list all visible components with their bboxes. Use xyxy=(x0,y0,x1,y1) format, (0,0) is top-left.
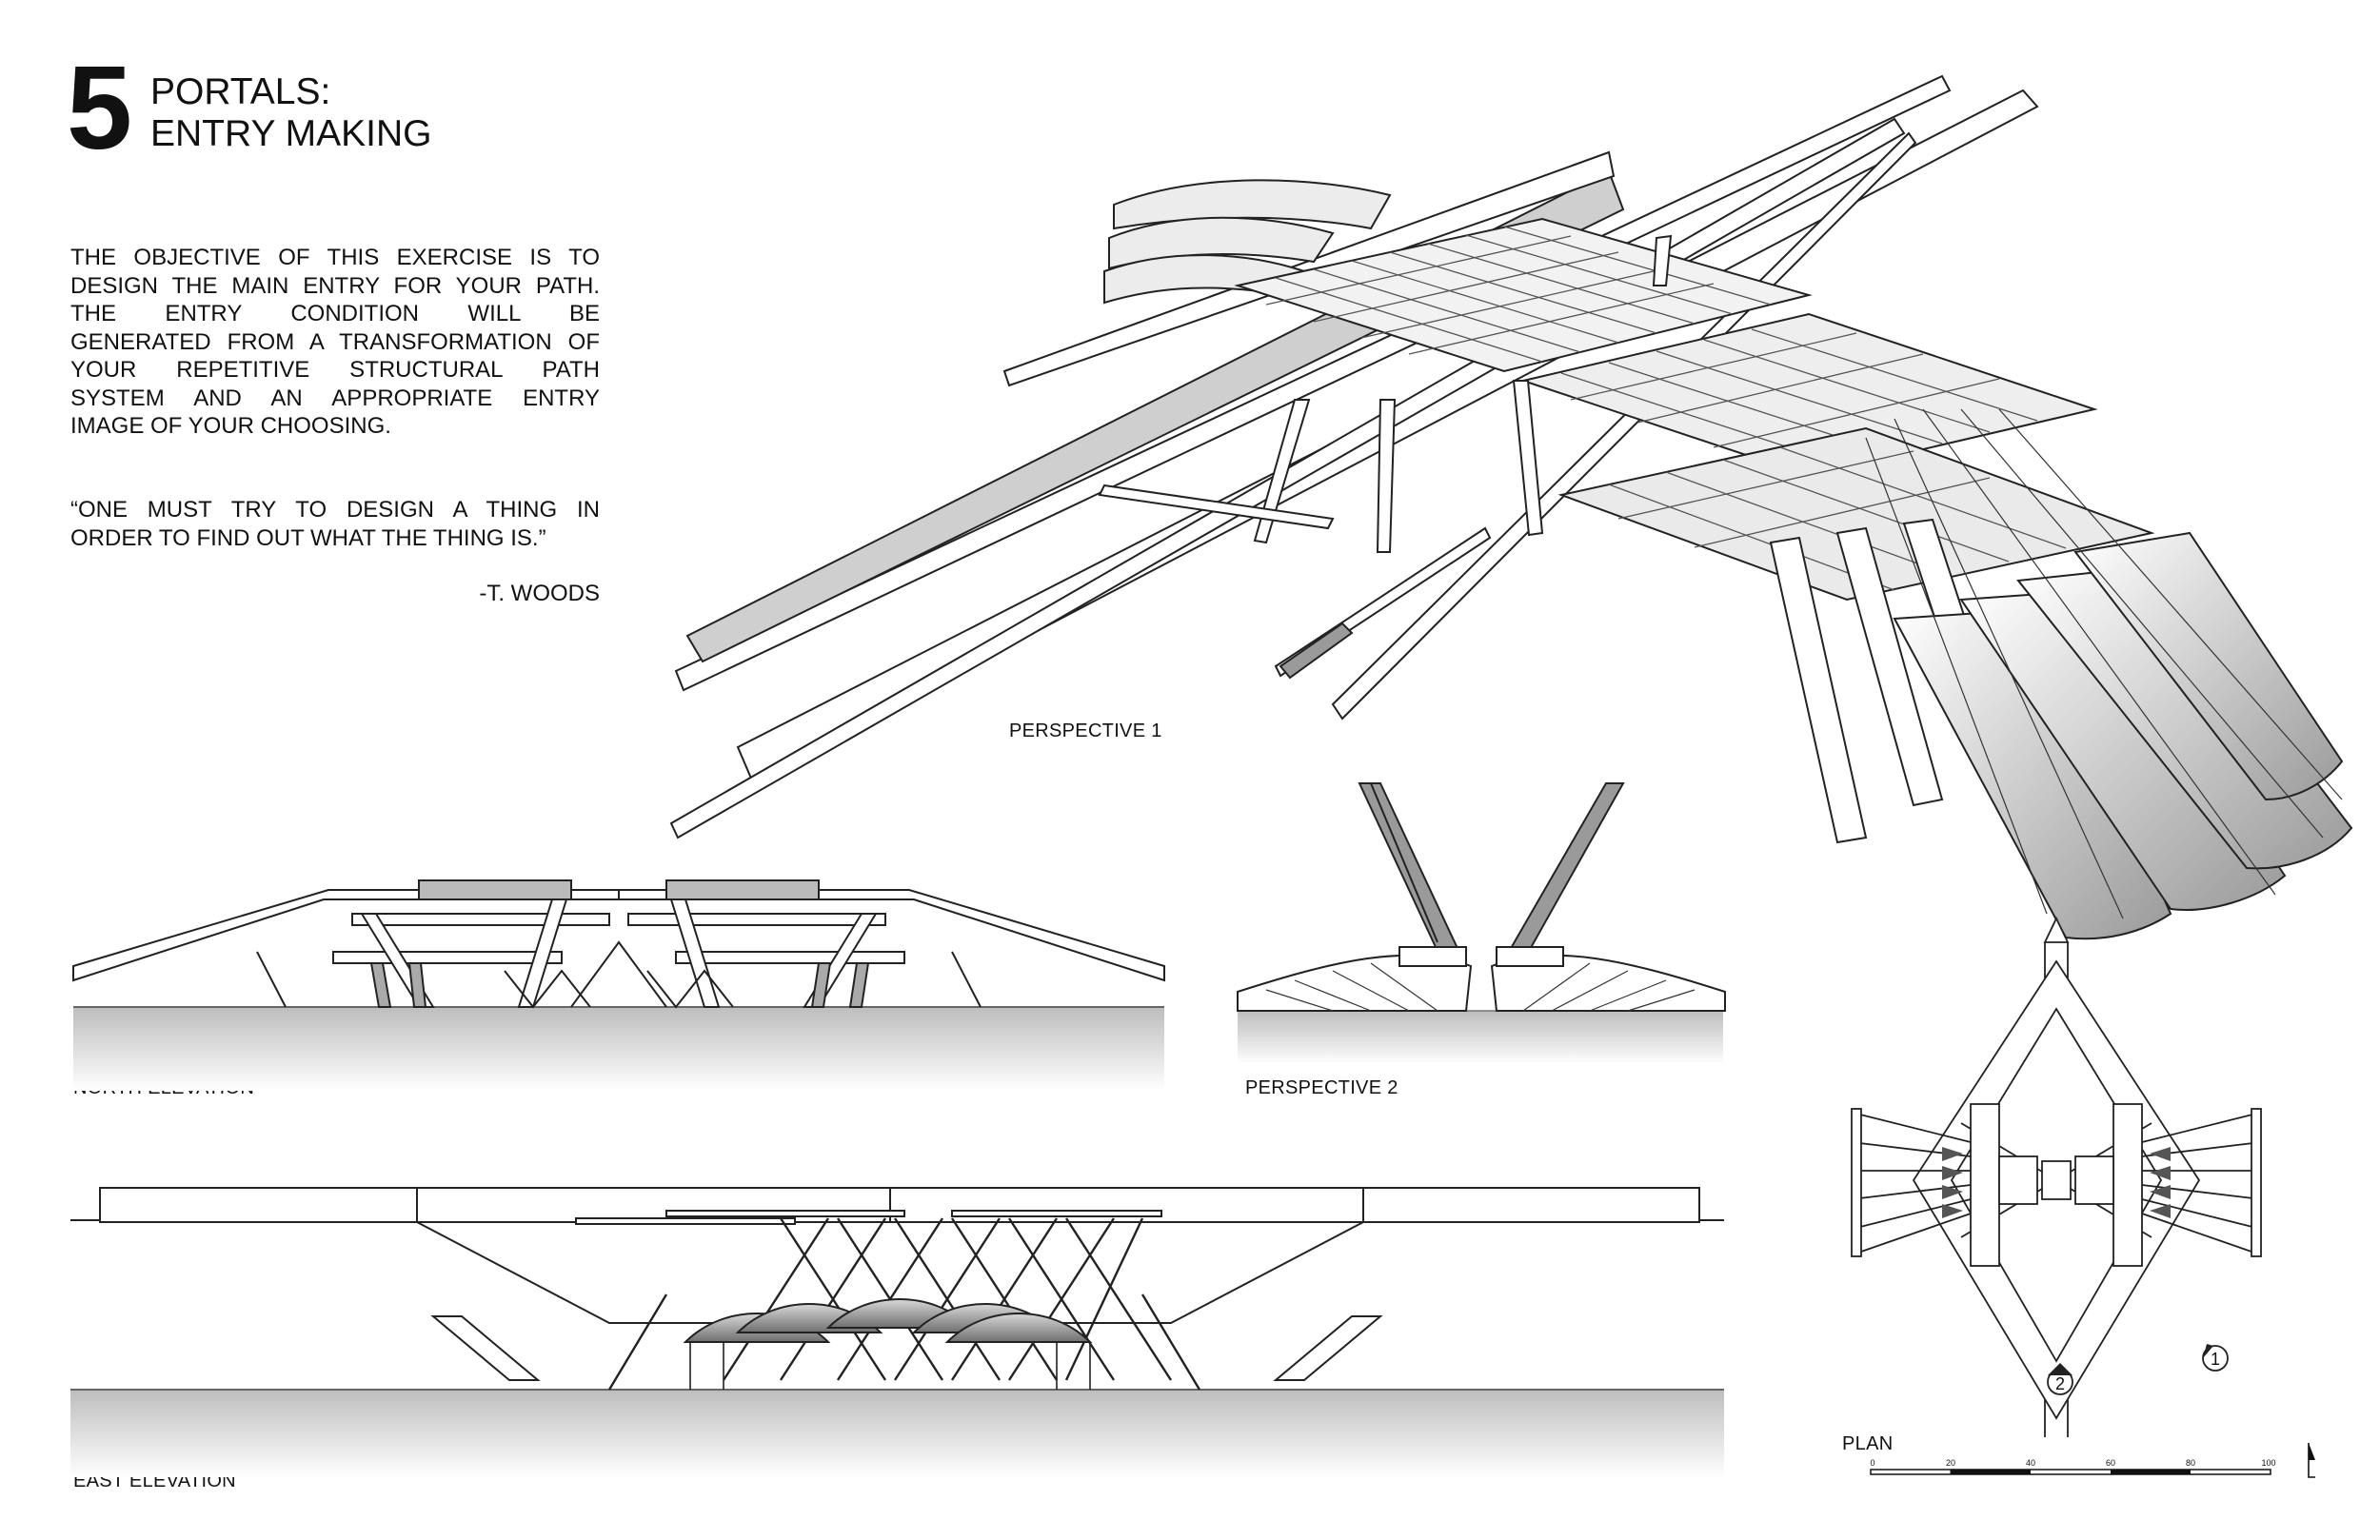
truss-members xyxy=(607,1217,1201,1391)
underside-truss xyxy=(416,1221,1364,1324)
quote-author: -T. WOODS xyxy=(479,581,600,606)
scale-tick: 100 xyxy=(2261,1458,2275,1468)
objective-line: THE OBJECTIVE OF THIS EXERCISE IS TO xyxy=(70,245,600,270)
scale-tick: 40 xyxy=(2026,1458,2035,1468)
side-fin-left xyxy=(430,1315,541,1381)
beam xyxy=(1002,150,1616,387)
quote-line-1: “ONE MUST TRY TO DESIGN A THING IN xyxy=(70,497,600,523)
sheet-number: 5 xyxy=(67,43,132,174)
ground xyxy=(1238,1011,1723,1064)
beam xyxy=(1331,131,1917,721)
deck-right xyxy=(1496,946,1564,967)
plan-fan-left xyxy=(1851,1103,2038,1267)
mast xyxy=(1358,782,1463,963)
objective-line: THE ENTRY CONDITION WILL BE xyxy=(70,301,600,326)
objective-line: DESIGN THE MAIN ENTRY FOR YOUR PATH. xyxy=(70,273,600,299)
fan xyxy=(1893,607,2172,940)
support xyxy=(1376,399,1397,553)
shaded-bar xyxy=(1279,622,1354,680)
objective-line: GENERATED FROM A TRANSFORMATION OF xyxy=(70,329,600,355)
deck-grid xyxy=(1265,226,1772,363)
objective-line: IMAGE OF YOUR CHOOSING. xyxy=(70,413,391,439)
north-elevation-drawing xyxy=(72,879,1165,1091)
perspective-1-drawing xyxy=(669,74,2353,940)
objective-line: YOUR REPETITIVE STRUCTURAL PATH xyxy=(70,357,600,383)
support xyxy=(1098,484,1335,530)
fan xyxy=(2073,531,2344,801)
quote-line-2: ORDER TO FIND OUT WHAT THE THING IS.” xyxy=(70,525,546,551)
sheet-title-line-1: PORTALS: xyxy=(150,71,331,112)
deck-left xyxy=(1398,946,1467,967)
plan-label: PLAN xyxy=(1842,1433,1894,1454)
perspective-2-drawing xyxy=(1237,782,1726,1064)
plan-fan-right xyxy=(2074,1103,2262,1267)
scale-tick: 80 xyxy=(2186,1458,2195,1468)
pier xyxy=(1835,526,1944,807)
deck xyxy=(1557,426,2155,602)
perspective-1-label: PERSPECTIVE 1 xyxy=(1009,721,1162,741)
perspective-2-label: PERSPECTIVE 2 xyxy=(1245,1077,1398,1098)
plan-drawing xyxy=(1851,916,2262,1437)
objective-line: SYSTEM AND AN APPROPRIATE ENTRY xyxy=(70,385,600,411)
roof-slab xyxy=(418,879,572,900)
ground xyxy=(73,1007,1164,1091)
canopy-left xyxy=(1237,954,1473,1012)
scale-tick: 20 xyxy=(1946,1458,1955,1468)
section-marker-1-label: 1 xyxy=(2211,1350,2220,1369)
section-marker-2-label: 2 xyxy=(2055,1374,2065,1393)
support xyxy=(1652,234,1673,286)
ground xyxy=(70,1390,1724,1477)
scale-tick: 60 xyxy=(2106,1458,2115,1468)
pier xyxy=(1769,536,1868,844)
roof-slab xyxy=(665,879,820,900)
scale-tick: 0 xyxy=(1870,1458,1874,1468)
support xyxy=(1512,380,1544,537)
support xyxy=(1253,399,1311,544)
side-fin-right xyxy=(1273,1315,1383,1381)
fan xyxy=(1959,588,2287,911)
mast xyxy=(1504,782,1625,963)
canopy-right xyxy=(1490,954,1726,1012)
dome xyxy=(944,1313,1093,1343)
sheet-title-line-2: ENTRY MAKING xyxy=(150,113,432,154)
east-elevation-drawing xyxy=(70,1187,1724,1477)
scale-bar xyxy=(1870,1443,2315,1478)
fan-cables xyxy=(1865,408,2343,919)
